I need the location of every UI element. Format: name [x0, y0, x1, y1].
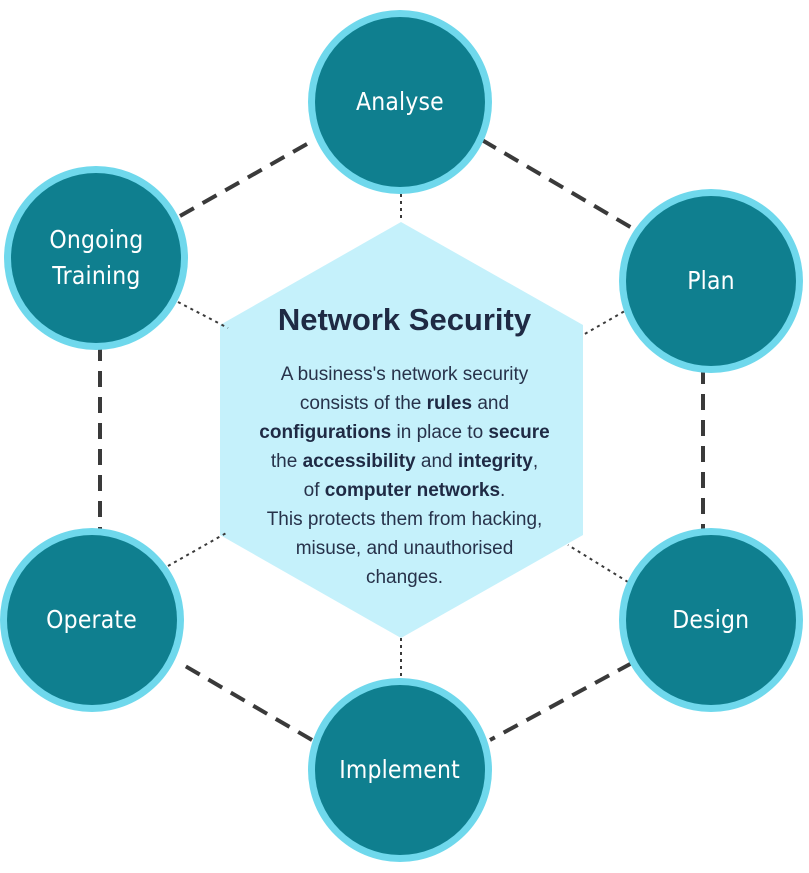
- stage-operate-label: Operate: [46, 605, 138, 634]
- connector-design-implement: [489, 661, 633, 742]
- description-line: consists of the rules and: [226, 389, 583, 418]
- description-bold-run: integrity: [457, 451, 533, 472]
- stage-plan-label: Plan: [687, 266, 735, 295]
- stage-analyse-circle: Analyse: [315, 17, 485, 187]
- description-bold-run: computer networks: [324, 480, 501, 501]
- description-run: .: [500, 480, 506, 501]
- stage-plan-circle: Plan: [626, 196, 796, 366]
- description-bold-run: secure: [488, 422, 550, 443]
- description-run: and: [472, 393, 510, 414]
- description-line: This protects them from hacking,: [226, 505, 583, 534]
- description-line: configurations in place to secure: [226, 418, 583, 447]
- stage-analyse-label: Analyse: [356, 87, 444, 116]
- description-line: changes.: [226, 563, 583, 592]
- description-run: ,: [532, 451, 539, 472]
- center-hexagon: [220, 222, 583, 638]
- description-run: and: [415, 451, 458, 472]
- description-run: A business's network security: [280, 364, 529, 385]
- spoke-plan: [582, 307, 631, 336]
- description-run: misuse, and unauthorised: [295, 538, 514, 559]
- center-description: A business's network security consists of…: [226, 360, 583, 592]
- description-run: in place to: [391, 422, 489, 443]
- description-line: misuse, and unauthorised: [226, 534, 583, 563]
- description-bold-run: configurations: [259, 422, 392, 443]
- spoke-training: [177, 301, 229, 329]
- center-title: Network Security: [277, 302, 532, 337]
- stage-design: Design: [619, 528, 803, 712]
- stage-implement-label: Implement: [339, 755, 461, 784]
- center-content: Network Security A business's network se…: [226, 298, 583, 592]
- description-run: of: [303, 480, 325, 501]
- description-run: This protects them from hacking,: [266, 509, 543, 530]
- description-run: the: [270, 451, 303, 472]
- stage-ongoing-training-circle: Ongoing Training: [11, 173, 181, 343]
- stage-design-circle: Design: [626, 535, 796, 705]
- stage-analyse: Analyse: [308, 10, 492, 194]
- stage-ongoing-training: Ongoing Training: [4, 166, 188, 350]
- description-bold-run: accessibility: [302, 451, 416, 472]
- stage-implement: Implement: [308, 678, 492, 862]
- stage-implement-circle: Implement: [315, 685, 485, 855]
- stage-operate-circle: Operate: [7, 535, 177, 705]
- connector-implement-operate: [178, 661, 314, 742]
- description-line: A business's network security: [226, 360, 583, 389]
- description-run: consists of the: [299, 393, 427, 414]
- spoke-design: [567, 544, 629, 583]
- description-line: the accessibility and integrity,: [226, 447, 583, 476]
- description-line: of computer networks.: [226, 476, 583, 505]
- description-run: changes.: [365, 567, 444, 588]
- description-bold-run: rules: [426, 393, 473, 414]
- connector-training-analyse: [179, 138, 315, 218]
- stage-operate: Operate: [0, 528, 184, 712]
- stage-ongoing-training-label: Ongoing Training: [49, 225, 143, 290]
- connector-analyse-plan: [480, 138, 634, 230]
- spoke-operate: [167, 531, 229, 567]
- stage-design-label: Design: [672, 605, 750, 634]
- stage-plan: Plan: [619, 189, 803, 373]
